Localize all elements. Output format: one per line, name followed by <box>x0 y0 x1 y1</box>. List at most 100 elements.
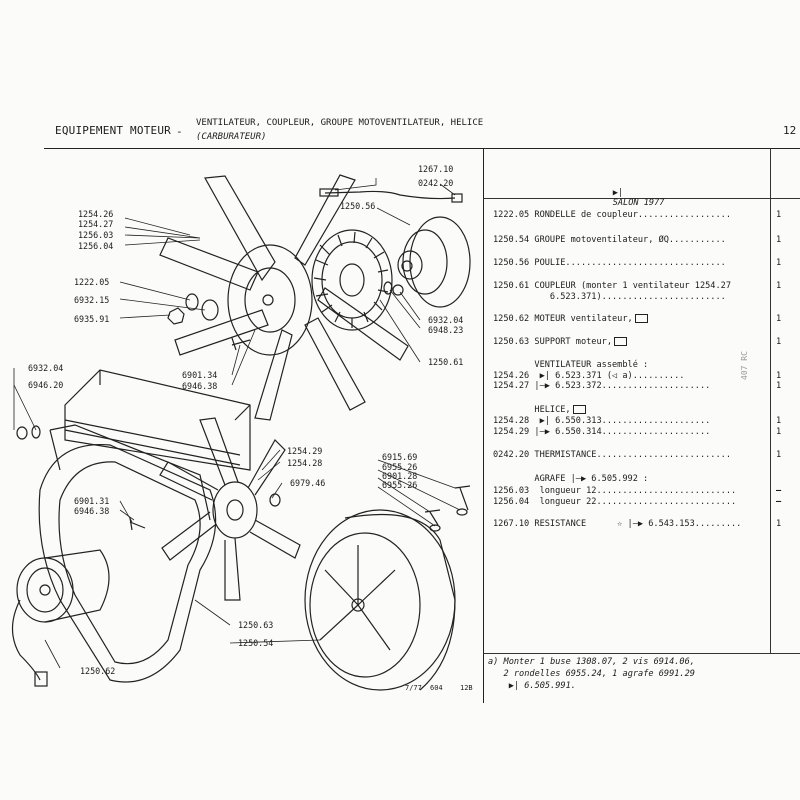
symbol-box-icon <box>634 314 648 323</box>
part-qty: – <box>776 497 782 507</box>
group-heading: VENTILATEUR assemblé : <box>493 360 649 370</box>
part-qty: 1 <box>776 519 782 529</box>
washer-6932-04-upper <box>392 284 404 296</box>
label-1250-54: 1250.54 <box>238 638 274 648</box>
label-1222-05: 1222.05 <box>74 277 110 287</box>
footer-date: 7/77 <box>405 684 422 692</box>
label-1250-56: 1250.56 <box>340 201 376 211</box>
label-6948-23: 6948.23 <box>428 325 464 335</box>
subtitle-line-1: VENTILATEUR, COUPLEUR, GROUPE MOTOVENTIL… <box>196 118 484 128</box>
label-1254-28: 1254.28 <box>287 458 323 468</box>
section-title: EQUIPEMENT MOTEUR <box>55 124 171 137</box>
part-row: 1267.10 RESISTANCE ☆ |—▶ 6.543.153......… <box>493 519 742 529</box>
nut-6948-23 <box>383 281 393 295</box>
title-dash: - <box>176 125 183 138</box>
part-qty: 1 <box>776 210 782 220</box>
label-6946-20: 6946.20 <box>28 380 64 390</box>
washer-6955-26-a <box>456 508 468 516</box>
part-qty: 1 <box>776 258 782 268</box>
column-divider <box>483 148 484 703</box>
group-heading: AGRAFE |—▶ 6.505.992 : <box>493 474 649 484</box>
part-row: 1250.54 GROUPE motoventilateur, ØQ......… <box>493 235 726 245</box>
pulley <box>397 216 471 308</box>
helice-fan <box>159 417 301 601</box>
part-row: 1256.04 longueur 22.....................… <box>493 497 737 507</box>
washer-6932-04-lower <box>16 426 28 440</box>
label-6935-91: 6935.91 <box>74 314 110 324</box>
clip-6979-46 <box>269 493 281 507</box>
label-6946-38-lower: 6946.38 <box>74 506 110 516</box>
part-row: 1250.61 COUPLEUR (monter 1 ventilateur 1… <box>493 281 731 291</box>
part-row-text: 1250.63 SUPPORT moteur, <box>493 337 612 347</box>
washer-6946-20 <box>31 425 41 439</box>
note-line: a) Monter 1 buse 1308.07, 2 vis 6914.06, <box>488 657 695 667</box>
salon-rule <box>483 198 800 199</box>
washer-1222-05 <box>185 293 199 311</box>
thermistor-wire <box>324 190 456 200</box>
salon-header: ▶| SALON 1977 <box>592 178 665 218</box>
label-6901-34: 6901.34 <box>182 370 218 380</box>
part-row: 1254.27 |—▶ 6.523.372...................… <box>493 381 711 391</box>
footer-ref: 12B <box>460 684 473 692</box>
screw-6915-69 <box>454 485 471 511</box>
header-rule <box>44 148 800 149</box>
group-heading-text: HELICE, <box>493 405 571 415</box>
resistor-connector <box>319 188 339 197</box>
note-rule <box>483 653 800 654</box>
motor <box>16 549 110 623</box>
part-row: 1250.63 SUPPORT moteur, <box>493 337 627 347</box>
motor-support <box>38 424 217 683</box>
motor-wire <box>11 599 41 681</box>
label-1254-29: 1254.29 <box>287 446 323 456</box>
nut-6935-91 <box>167 307 185 325</box>
part-qty: – <box>776 486 782 496</box>
part-row: 1250.56 POULIE..........................… <box>493 258 726 268</box>
label-1250-63: 1250.63 <box>238 620 274 630</box>
footer-code: 604 <box>430 684 443 692</box>
label-1254-26: 1254.26 <box>78 209 114 219</box>
note-line: 2 rondelles 6955.24, 1 agrafe 6991.29 <box>488 669 695 679</box>
label-6901-28: 6901.28 <box>382 471 418 481</box>
subtitle-line-2: (CARBURATEUR) <box>196 132 267 142</box>
bolt-6901-31 <box>129 517 146 531</box>
motor-plug <box>34 671 48 687</box>
part-qty: 1 <box>776 314 782 324</box>
faded-stamp: 407 RC <box>740 351 749 380</box>
symbol-box-icon <box>572 405 586 414</box>
salon-label: SALON 1977 <box>612 198 665 208</box>
part-row: 1250.62 MOTEUR ventilateur, <box>493 314 648 324</box>
label-6955-26-a: 6955.26 <box>382 462 418 472</box>
label-6946-38-upper: 6946.38 <box>182 381 218 391</box>
part-qty: 1 <box>776 371 782 381</box>
part-qty: 1 <box>776 450 782 460</box>
label-6932-04-upper: 6932.04 <box>428 315 464 325</box>
label-1267-10: 1267.10 <box>418 164 454 174</box>
part-row: 1222.05 RONDELLE de coupleur............… <box>493 210 731 220</box>
label-6955-26-b: 6955.26 <box>382 480 418 490</box>
part-row-cont: 6.523.371)........................ <box>493 292 726 302</box>
coupler <box>311 229 393 331</box>
label-6901-31: 6901.31 <box>74 496 110 506</box>
fan-ring-unit <box>304 509 456 691</box>
label-1254-27: 1254.27 <box>78 219 114 229</box>
part-row: 1254.29 |—▶ 6.550.314...................… <box>493 427 711 437</box>
label-6915-69: 6915.69 <box>382 452 418 462</box>
part-qty: 1 <box>776 416 782 426</box>
symbol-box-icon <box>614 337 627 346</box>
qty-divider <box>770 148 771 653</box>
label-6979-46: 6979.46 <box>290 478 326 488</box>
part-row: 1256.03 longueur 12.....................… <box>493 486 737 496</box>
part-row-text: 1250.62 MOTEUR ventilateur, <box>493 314 633 324</box>
page-number: 12 <box>783 124 797 137</box>
upper-fan <box>159 174 409 421</box>
label-1250-62: 1250.62 <box>80 666 116 676</box>
note-line: ▶| 6.505.991. <box>488 681 576 691</box>
label-1256-03: 1256.03 <box>78 230 114 240</box>
part-qty: 1 <box>776 337 782 347</box>
screw-6901-28 <box>424 509 441 526</box>
thermistor-sensor <box>451 193 463 203</box>
label-1250-61: 1250.61 <box>428 357 464 367</box>
group-heading: HELICE, <box>493 405 586 415</box>
